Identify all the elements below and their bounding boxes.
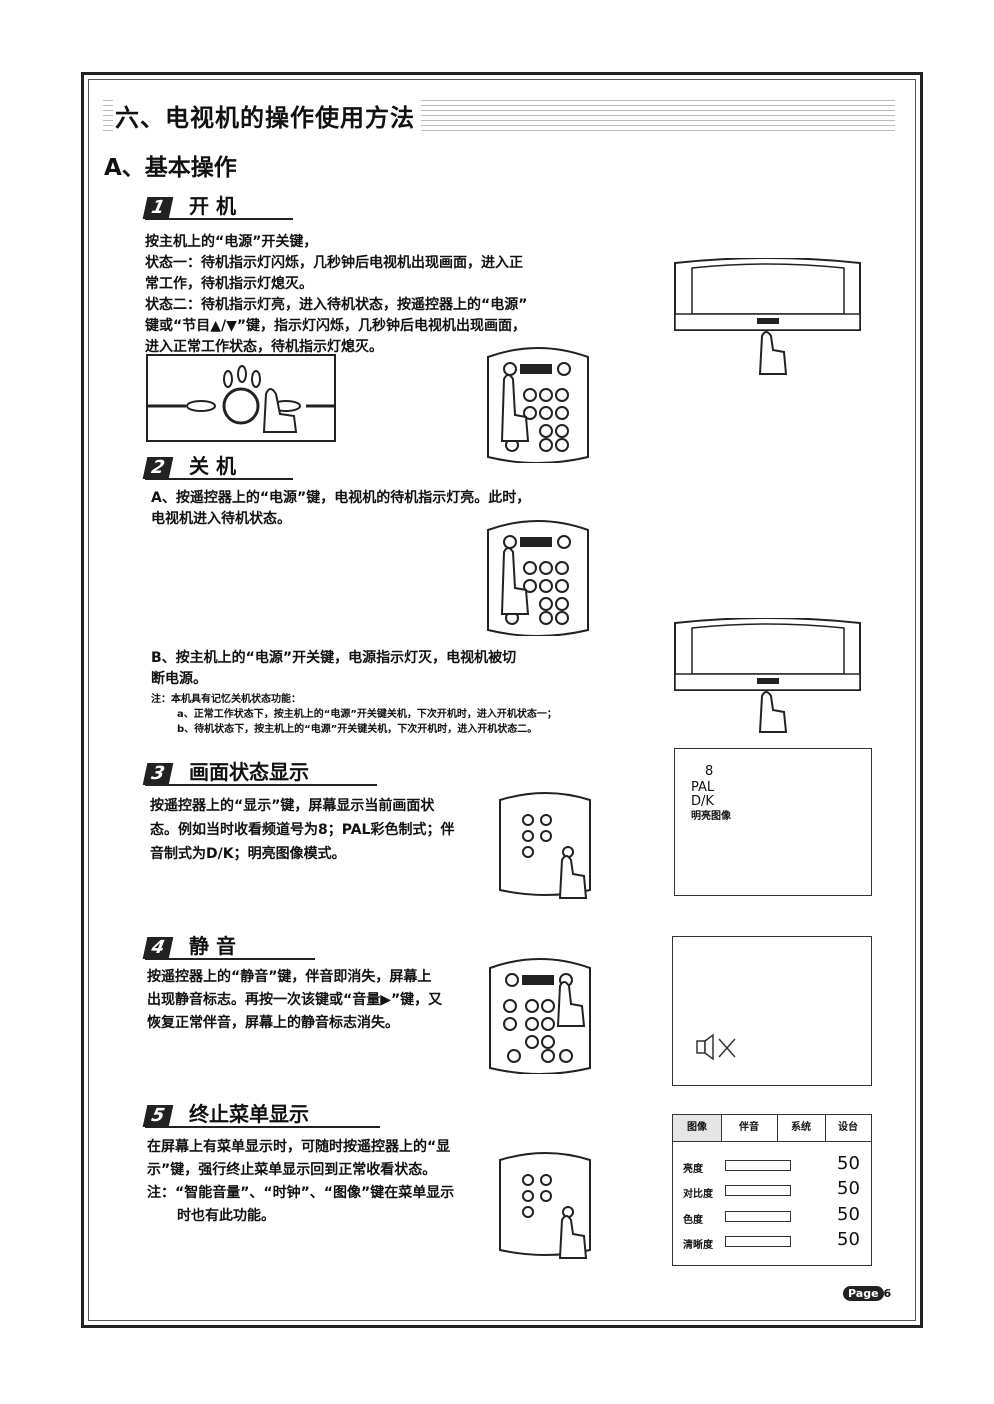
- s4-text: 按遥控器上的“静音”键，伴音即消失，屏幕上 出现静音标志。再按一次该键或“音量▶…: [147, 966, 492, 1035]
- s2-a-line: A、按遥控器上的“电源”键，电视机的待机指示灯亮。此时，: [151, 490, 531, 506]
- sharpness-value: 50: [837, 1229, 860, 1250]
- s1-text: 按主机上的“电源”开关键， 状态一：待机指示灯闪烁，几秒钟后电视机出现画面，进入…: [145, 232, 615, 358]
- s5-number: 5: [142, 1105, 174, 1127]
- remote-display-key-illustration: [499, 792, 591, 899]
- osd-channel: 8: [705, 764, 714, 779]
- s2-number: 2: [142, 457, 174, 479]
- osd-sound-system: D/K: [691, 794, 714, 809]
- menu-tab-sound: 伴音: [721, 1115, 778, 1141]
- s5-heading: 5 终止菜单显示: [142, 1098, 380, 1128]
- picture-menu-screen: 图像 伴音 系统 设台 亮度 50 对比度 50 色度 50 清晰度 50: [672, 1114, 872, 1266]
- s2-heading: 2 关 机: [142, 450, 293, 480]
- menu-tab-channel: 设台: [838, 1122, 858, 1133]
- s2-b-text: B、按主机上的“电源”开关键，电源指示灯灭，电视机被切 断电源。: [151, 648, 621, 690]
- s4-number: 4: [142, 937, 174, 959]
- s2-b-line: 断电源。: [151, 671, 207, 687]
- s3-heading: 3 画面状态显示: [142, 756, 377, 786]
- section-a-heading: A、基本操作: [104, 155, 237, 181]
- s5-title: 终止菜单显示: [189, 1102, 309, 1126]
- s3-line: 音制式为D/K；明亮图像模式。: [150, 846, 346, 862]
- s5-line: 示”键，强行终止菜单显示回到正常收看状态。: [147, 1162, 437, 1178]
- s4-title: 静 音: [189, 934, 236, 958]
- page-border-outer: [81, 72, 923, 1328]
- s1-title: 开 机: [189, 194, 236, 218]
- mute-speaker-icon: [696, 1033, 736, 1061]
- osd-color-system: PAL: [691, 780, 715, 795]
- contrast-bar: [725, 1185, 791, 1196]
- menu-tab-system: 系统: [777, 1115, 826, 1141]
- sharpness-bar: [725, 1236, 791, 1247]
- remote-mute-illustration: [489, 958, 591, 1074]
- s2-a-line: 电视机进入待机状态。: [151, 511, 291, 527]
- color-value: 50: [837, 1204, 860, 1225]
- chapter-title: 六、电视机的操作使用方法: [113, 98, 421, 133]
- s3-text: 按遥控器上的“显示”键，屏幕显示当前画面状 态。例如当时收看频道号为8；PAL彩…: [150, 794, 490, 866]
- s2-note-b: b、待机状态下，按主机上的“电源”开关键关机，下次开机时，进入开机状态二。: [177, 724, 538, 735]
- s1-line: 状态二：待机指示灯亮，进入待机状态，按遥控器上的“电源”: [145, 297, 528, 313]
- s1-line: 状态一：待机指示灯闪烁，几秒钟后电视机出现画面，进入正: [145, 255, 523, 271]
- page-number: 6: [883, 1287, 892, 1300]
- s5-text: 在屏幕上有菜单显示时，可随时按遥控器上的“显 示”键，强行终止菜单显示回到正常收…: [147, 1136, 492, 1228]
- page-label: Page: [843, 1286, 884, 1301]
- remote-display-key-illustration-2: [499, 1152, 591, 1259]
- contrast-value: 50: [837, 1178, 860, 1199]
- s5-line: 在屏幕上有菜单显示时，可随时按遥控器上的“显: [147, 1139, 451, 1155]
- s1-heading: 1 开 机: [142, 190, 293, 220]
- color-bar: [725, 1211, 791, 1222]
- s3-line: 态。例如当时收看频道号为8；PAL彩色制式；伴: [150, 822, 455, 838]
- menu-row-label: 对比度: [683, 1189, 713, 1200]
- s3-number: 3: [142, 763, 174, 785]
- s2-note-a: a、正常工作状态下，按主机上的“电源”开关键关机，下次开机时，进入开机状态一；: [177, 709, 557, 720]
- tv-set-illustration-2: [674, 618, 861, 733]
- remote-power-illustration: [487, 347, 589, 463]
- menu-tab-picture: 图像: [673, 1115, 722, 1141]
- remote-power-illustration-2: [487, 520, 589, 636]
- s1-line: 按主机上的“电源”开关键，: [145, 234, 318, 250]
- s1-line: 键或“节目▲/▼”键，指示灯闪烁，几秒钟后电视机出现画面，: [145, 318, 527, 334]
- s5-line: 注：“智能音量”、“时钟”、“图像”键在菜单显示: [147, 1185, 455, 1201]
- s1-line: 常工作，待机指示灯熄灭。: [145, 276, 313, 292]
- tv-control-panel-illustration: [146, 354, 336, 442]
- s4-line: 恢复正常伴音，屏幕上的静音标志消失。: [147, 1015, 399, 1031]
- menu-tab-bar: 图像 伴音 系统 设台: [673, 1115, 871, 1142]
- s2-title: 关 机: [189, 454, 236, 478]
- chapter-title-bar: 六、电视机的操作使用方法: [103, 98, 895, 134]
- s4-line: 按遥控器上的“静音”键，伴音即消失，屏幕上: [147, 969, 432, 985]
- s5-line: 时也有此功能。: [177, 1208, 275, 1224]
- s2-a-text: A、按遥控器上的“电源”键，电视机的待机指示灯亮。此时， 电视机进入待机状态。: [151, 488, 621, 530]
- menu-row-label: 清晰度: [683, 1240, 713, 1251]
- mute-screen: [672, 936, 872, 1086]
- brightness-value: 50: [837, 1153, 860, 1174]
- s2-note: 注：本机具有记忆关机状态功能： a、正常工作状态下，按主机上的“电源”开关键关机…: [151, 692, 621, 737]
- s4-line: 出现静音标志。再按一次该键或“音量▶”键，又: [147, 992, 443, 1008]
- s2-note-title: 注：本机具有记忆关机状态功能：: [151, 694, 301, 705]
- brightness-bar: [725, 1160, 791, 1171]
- s1-line: 进入正常工作状态，待机指示灯熄灭。: [145, 339, 383, 355]
- menu-row-label: 色度: [683, 1215, 703, 1226]
- s1-number: 1: [142, 197, 174, 219]
- osd-picture-mode: 明亮图像: [691, 811, 731, 822]
- s3-line: 按遥控器上的“显示”键，屏幕显示当前画面状: [150, 798, 435, 814]
- osd-display-screen: 8 PAL D/K 明亮图像: [674, 748, 872, 896]
- tv-set-illustration: [674, 258, 861, 375]
- s2-b-line: B、按主机上的“电源”开关键，电源指示灯灭，电视机被切: [151, 650, 517, 666]
- menu-row-label: 亮度: [683, 1164, 703, 1175]
- s3-title: 画面状态显示: [189, 760, 309, 784]
- s4-heading: 4 静 音: [142, 930, 315, 960]
- page-border-inner: [88, 79, 916, 1321]
